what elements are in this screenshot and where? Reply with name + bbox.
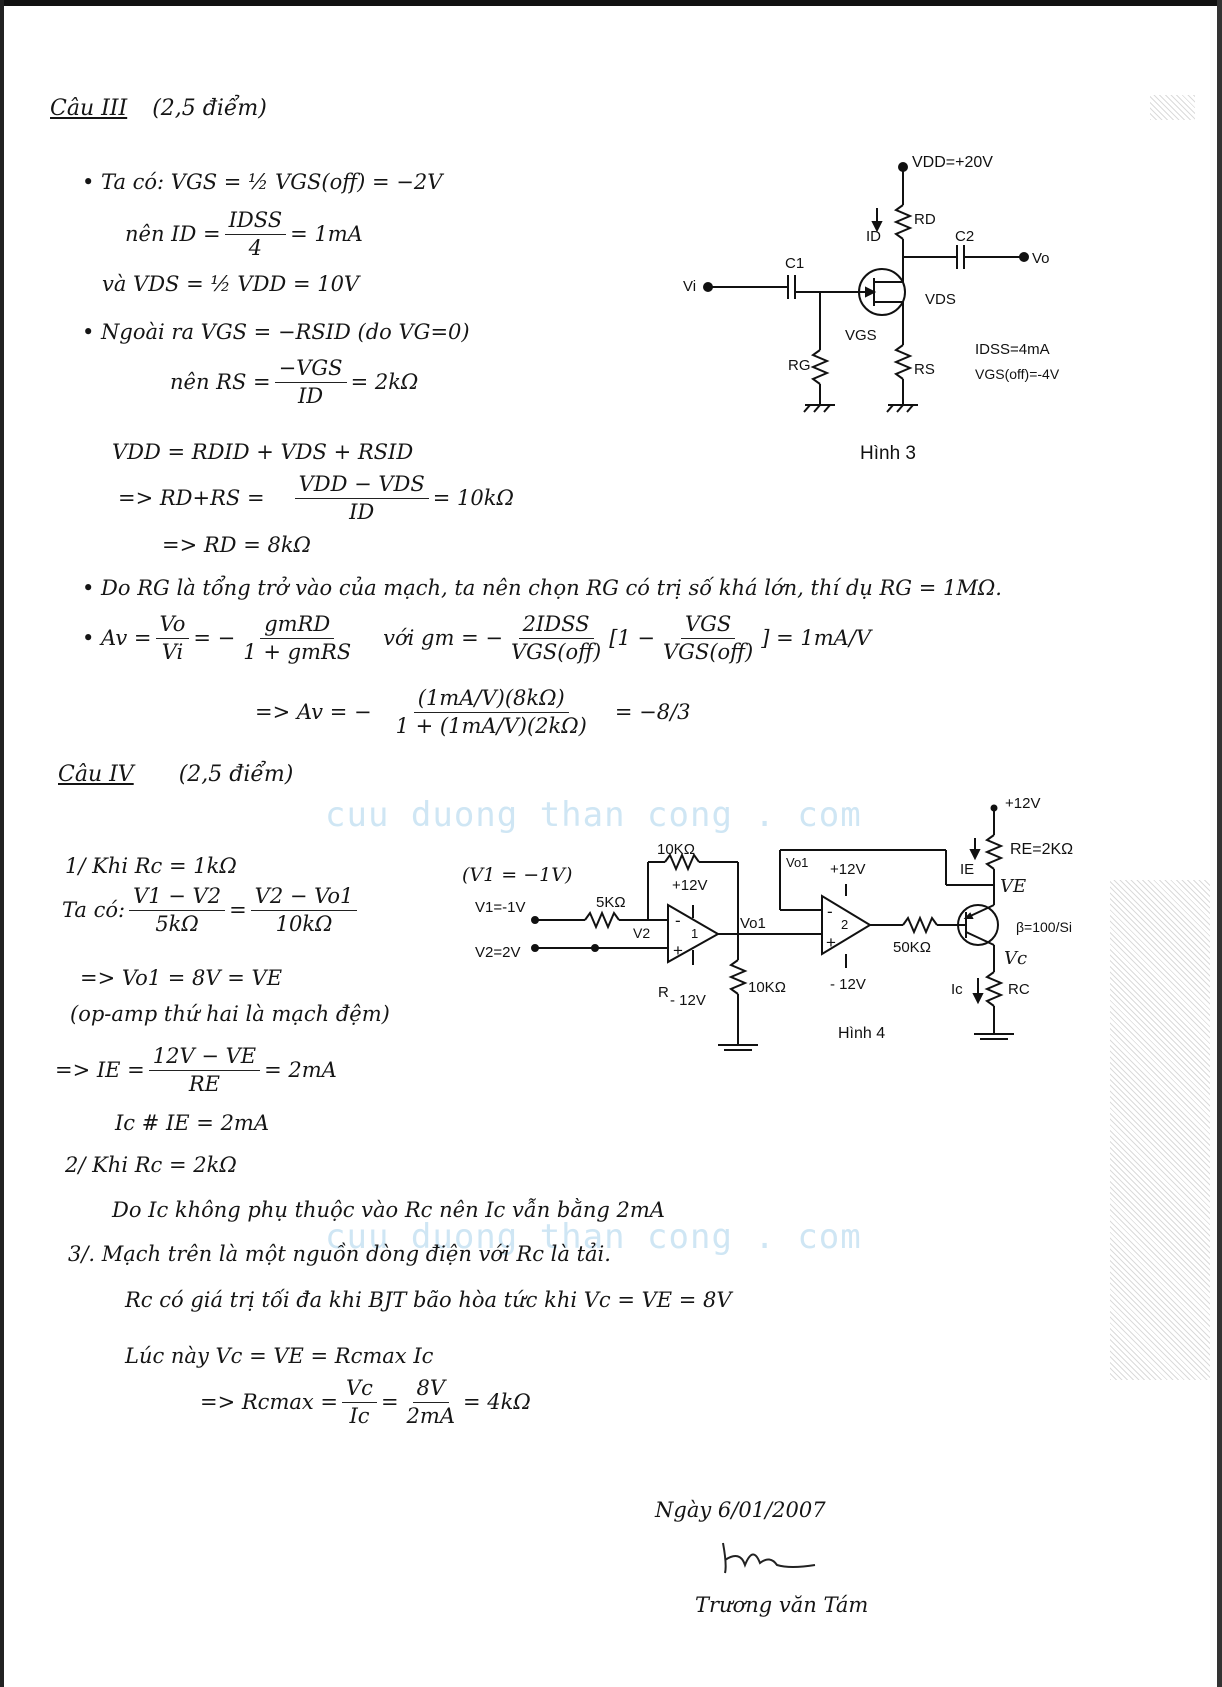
fig3-vo-label: Vo [1032, 250, 1050, 267]
fig4-opamp1-plus: + [673, 941, 683, 960]
s4-line-1: 1/ Khi Rc = 1kΩ [65, 854, 237, 878]
fig4-v2-label: V2=2V [475, 944, 521, 961]
s4-line-8: Do Ic không phụ thuộc vào Rc nên Ic vẫn … [112, 1198, 665, 1222]
fig4-vc-label: Vc [1004, 948, 1028, 969]
fig3-vi-label: Vi [683, 278, 697, 295]
figure-4-caption: Hình 4 [838, 1025, 886, 1042]
fig4-opamp2-vplus: +12V [830, 861, 866, 878]
s3-line-1: • Ta có: VGS = ½ VGS(off) = −2V [82, 170, 443, 194]
fig4-r10k-fb-label: 10KΩ [657, 841, 695, 858]
s3-line-8: => RD = 8kΩ [162, 533, 311, 557]
s3-line-4: • Ngoài ra VGS = −RSID (do VG=0) [82, 320, 470, 344]
fig4-opamp1-vminus: - 12V [670, 992, 706, 1009]
section-4-points: (2,5 điểm) [178, 762, 294, 787]
fig3-rd-label: RD [914, 211, 936, 228]
fig3-rg-label: RG [788, 357, 811, 374]
fig4-r5k-label: 5KΩ [596, 894, 626, 911]
section-3-title: Câu III [50, 96, 128, 121]
fig4-rc-label: RC [1008, 981, 1030, 998]
fig4-r10k-ground-label: 10KΩ [748, 979, 786, 996]
fig4-opamp1-vplus: +12V [672, 877, 708, 894]
section-4-title: Câu IV [58, 762, 134, 787]
fig4-vo1b-label: Vo1 [786, 855, 809, 870]
fig4-vcc-label: +12V [1005, 795, 1041, 812]
fig4-opamp2-plus: + [826, 933, 836, 952]
fig3-vds-label: VDS [925, 291, 956, 308]
fig4-v2-node-label: V2 [633, 925, 651, 941]
s3-line-9: • Do RG là tổng trở vào của mạch, ta nên… [82, 576, 1002, 600]
signature-name: Trương văn Tám [695, 1593, 869, 1617]
scan-border-left [0, 0, 4, 1687]
handwritten-signature [722, 1542, 816, 1574]
fig3-c2-label: C2 [955, 228, 975, 245]
fig4-r-label: R [658, 984, 669, 1001]
section-4-heading: Câu IV (2,5 điểm) [58, 764, 293, 786]
fig4-opamp2-number: 2 [841, 917, 849, 932]
fig4-vo1-label: Vo1 [740, 915, 766, 932]
fig3-idss-label: IDSS=4mA [975, 341, 1050, 358]
fig3-vgs-label: VGS [845, 327, 877, 344]
fig4-beta-label: β=100/Si [1016, 919, 1072, 935]
signature-date: Ngày 6/01/2007 [655, 1498, 826, 1522]
fig4-opamp2-vminus: - 12V [830, 976, 866, 993]
s3-line-3: và VDS = ½ VDD = 10V [102, 272, 360, 296]
fig4-v1-label: V1=-1V [475, 899, 526, 916]
fig4-re-label: RE=2KΩ [1010, 841, 1074, 858]
scan-border-right [1217, 0, 1222, 1687]
fig3-c1-label: C1 [785, 255, 805, 272]
s4-line-9: 3/. Mạch trên là một nguồn dòng điện với… [68, 1242, 611, 1266]
figure-3-caption: Hình 3 [860, 443, 916, 464]
s4-line-6: Ic # IE = 2mA [115, 1111, 270, 1135]
fig4-ie-label: IE [960, 861, 975, 878]
s4-line-4: (op-amp thứ hai là mạch đệm) [70, 1002, 390, 1026]
scan-noise [1150, 95, 1195, 120]
fig4-opamp1-number: 1 [691, 926, 699, 941]
watermark: cuu duong than cong . com [325, 795, 862, 835]
fig3-vgsoff-label: VGS(off)=-4V [975, 366, 1060, 382]
fig4-r50k-label: 50KΩ [893, 939, 931, 956]
s3-line-11: => Av = − (1mA/V)(8kΩ)1 + (1mA/V)(2kΩ) =… [255, 686, 691, 738]
fig4-ic-label: Ic [951, 981, 963, 998]
s4-line-3: => Vo1 = 8V = VE [80, 966, 283, 990]
s3-line-6: VDD = RDID + VDS + RSID [112, 440, 414, 464]
s4-line-10: Rc có giá trị tối đa khi BJT bão hòa tức… [125, 1288, 732, 1312]
fig4-ve-label: VE [1000, 876, 1027, 897]
fig4-v1-note: (V1 = −1V) [462, 864, 573, 886]
fig3-rs-label: RS [914, 361, 935, 378]
s4-line-7: 2/ Khi Rc = 2kΩ [65, 1153, 237, 1177]
fig4-opamp2-minus: - [827, 902, 833, 921]
watermark: cuu duong than cong . com [325, 1217, 862, 1257]
fig3-vdd-label: VDD=+20V [912, 154, 993, 171]
section-3-heading: Câu III (2,5 điểm) [50, 98, 267, 120]
fraction: (1mA/V)(8kΩ)1 + (1mA/V)(2kΩ) [395, 686, 587, 738]
fig4-opamp1-minus: - [675, 911, 681, 930]
s4-line-11: Lúc này Vc = VE = Rcmax Ic [125, 1344, 434, 1368]
scan-border-top [0, 0, 1222, 6]
scan-noise [1110, 880, 1210, 1380]
section-3-points: (2,5 điểm) [152, 96, 267, 121]
fig3-id-label: ID [866, 228, 881, 245]
